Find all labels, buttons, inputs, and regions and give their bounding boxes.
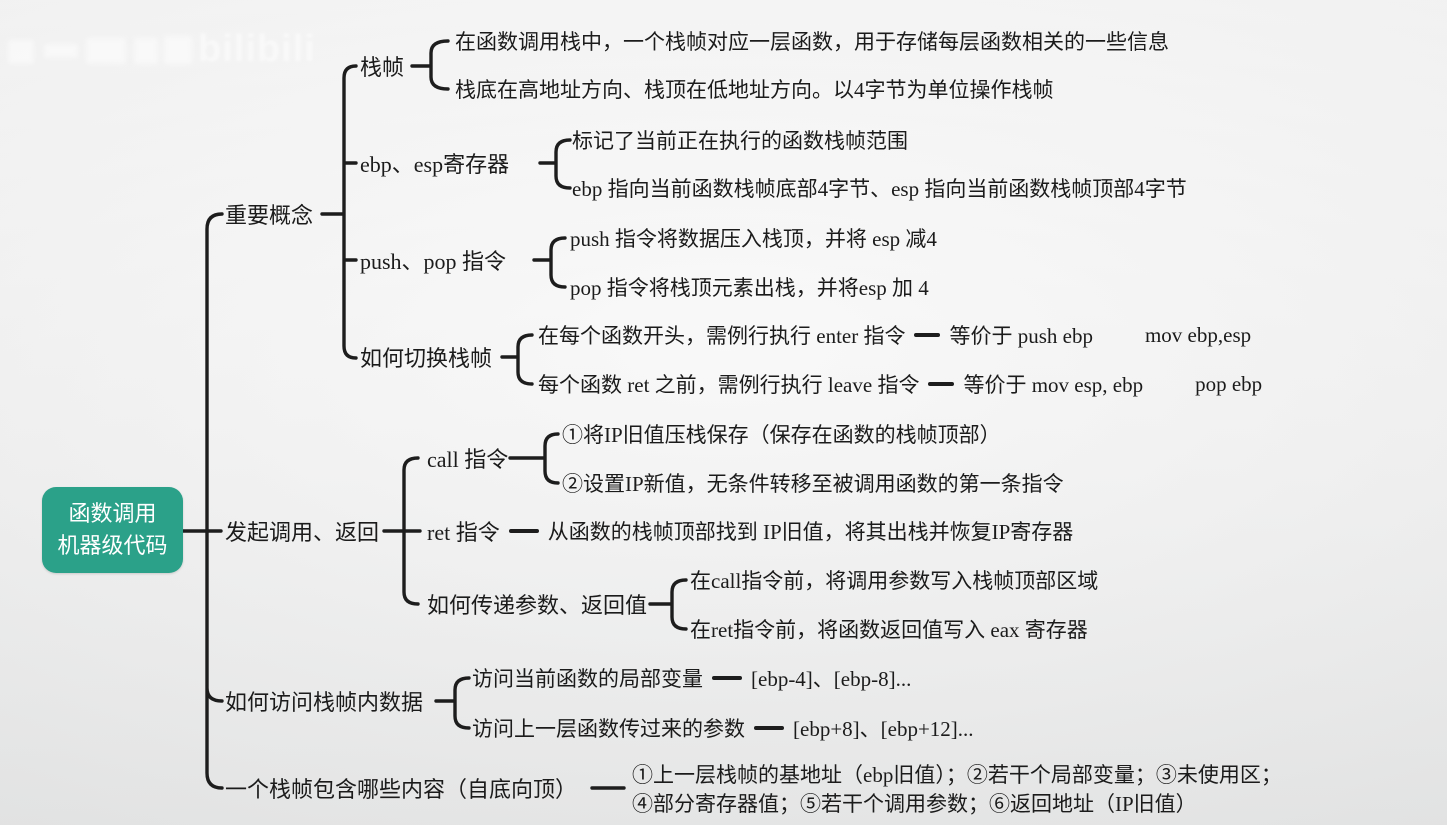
ebp-esp-brace: [538, 138, 572, 190]
leaf-stack-frame-2[interactable]: 栈底在高地址方向、栈顶在低地址方向。以4字节为单位操作栈帧: [455, 78, 1054, 102]
branch-frame-contents[interactable]: 一个栈帧包含哪些内容（自底向顶）: [225, 777, 578, 802]
branch2-brace: [382, 456, 422, 606]
local-vars-dash: [712, 676, 742, 680]
leaf-leave-text: 每个函数 ret 之前，需例行执行 leave 指令: [538, 373, 920, 397]
leaf-call-1[interactable]: ①将IP旧值压栈保存（保存在函数的栈帧顶部）: [562, 423, 1001, 447]
access-data-brace: [434, 676, 471, 730]
branch1-brace: [320, 64, 358, 360]
leaf-push[interactable]: push 指令将数据压入栈顶，并将 esp 减4: [570, 227, 937, 251]
watermark-glyph-blur: [44, 44, 78, 58]
branch-access-frame-data[interactable]: 如何访问栈帧内数据: [225, 690, 424, 715]
node-stack-frame[interactable]: 栈帧: [360, 55, 405, 80]
root-title-line2: 机器级代码: [57, 533, 168, 558]
leaf-pass-args-1[interactable]: 在call指令前，将调用参数写入栈帧顶部区域: [690, 569, 1099, 593]
node-switch-frame[interactable]: 如何切换栈帧: [360, 346, 493, 371]
leaf-local-vars-note: [ebp-4]、[ebp-8]...: [751, 667, 912, 691]
watermark-glyph-blur: [8, 40, 34, 64]
trunk-connector: [181, 212, 224, 790]
push-pop-brace: [532, 236, 567, 289]
leaf-enter-equiv: 等价于 push ebp: [949, 324, 1093, 348]
watermark-glyph-blur: [134, 38, 158, 64]
leaf-enter[interactable]: 在每个函数开头，需例行执行 enter 指令 等价于 push ebp mov …: [538, 320, 1251, 350]
leaf-leave-equiv2: pop ebp: [1195, 371, 1263, 396]
leaf-caller-params-text: 访问上一层函数传过来的参数: [472, 717, 745, 741]
leaf-leave-equiv: 等价于 mov esp, ebp: [963, 373, 1144, 397]
leaf-local-vars[interactable]: 访问当前函数的局部变量 [ebp-4]、[ebp-8]...: [472, 663, 911, 693]
leaf-pass-args-2[interactable]: 在ret指令前，将函数返回值写入 eax 寄存器: [690, 618, 1088, 642]
leaf-enter-equiv2: mov ebp,esp: [1144, 322, 1252, 347]
pass-args-brace: [648, 578, 688, 631]
node-call-instruction[interactable]: call 指令: [427, 447, 509, 472]
ret-desc: 从函数的栈帧顶部找到 IP旧值，将其出栈并恢复IP寄存器: [547, 520, 1074, 544]
caller-params-dash: [754, 726, 784, 730]
leaf-caller-params[interactable]: 访问上一层函数传过来的参数 [ebp+8]、[ebp+12]...: [472, 713, 974, 743]
frame-contents-line2: ④部分寄存器值；⑤若干个调用参数；⑥返回地址（IP旧值）: [632, 792, 1197, 816]
bilibili-watermark: bilibili: [8, 26, 328, 82]
node-pass-args-return[interactable]: 如何传递参数、返回值: [427, 593, 648, 618]
equiv-dash: [914, 333, 941, 337]
ret-dash: [508, 529, 539, 533]
leaf-enter-text: 在每个函数开头，需例行执行 enter 指令: [538, 324, 906, 348]
stack-frame-brace: [410, 39, 450, 91]
leaf-ebp-esp-2[interactable]: ebp 指向当前函数栈帧底部4字节、esp 指向当前函数栈帧顶部4字节: [572, 177, 1187, 201]
leaf-stack-frame-1[interactable]: 在函数调用栈中，一个栈帧对应一层函数，用于存储每层函数相关的一些信息: [455, 30, 1169, 54]
leaf-call-2[interactable]: ②设置IP新值，无条件转移至被调用函数的第一条指令: [562, 472, 1064, 496]
leaf-leave[interactable]: 每个函数 ret 之前，需例行执行 leave 指令 等价于 mov esp, …: [538, 369, 1262, 399]
bilibili-logo: bilibili: [198, 28, 316, 70]
frame-contents-line1: ①上一层栈帧的基地址（ebp旧值）；②若干个局部变量；③未使用区；: [632, 763, 1282, 787]
switch-frame-brace: [500, 333, 534, 386]
leaf-ebp-esp-1[interactable]: 标记了当前正在执行的函数栈帧范围: [572, 129, 908, 153]
ret-label: ret 指令: [427, 520, 500, 545]
call-brace: [508, 432, 560, 485]
equiv-dash: [928, 382, 955, 386]
watermark-glyph-blur: [164, 36, 192, 64]
leaf-pop[interactable]: pop 指令将栈顶元素出栈，并将esp 加 4: [570, 276, 929, 300]
root-title-line1: 函数调用: [68, 501, 157, 527]
branch-call-return[interactable]: 发起调用、返回: [225, 520, 380, 545]
leaf-frame-contents[interactable]: ①上一层栈帧的基地址（ebp旧值）；②若干个局部变量；③未使用区； ④部分寄存器…: [632, 761, 1282, 819]
node-ebp-esp-registers[interactable]: ebp、esp寄存器: [360, 152, 510, 177]
node-ret-instruction[interactable]: ret 指令 从函数的栈帧顶部找到 IP旧值，将其出栈并恢复IP寄存器: [427, 515, 1073, 547]
root-node[interactable]: 函数调用 机器级代码: [42, 487, 183, 573]
watermark-glyph-blur: [86, 38, 126, 64]
leaf-local-vars-text: 访问当前函数的局部变量: [472, 667, 703, 691]
branch-important-concepts[interactable]: 重要概念: [225, 203, 314, 228]
node-push-pop[interactable]: push、pop 指令: [360, 249, 507, 274]
leaf-caller-params-note: [ebp+8]、[ebp+12]...: [793, 717, 974, 741]
